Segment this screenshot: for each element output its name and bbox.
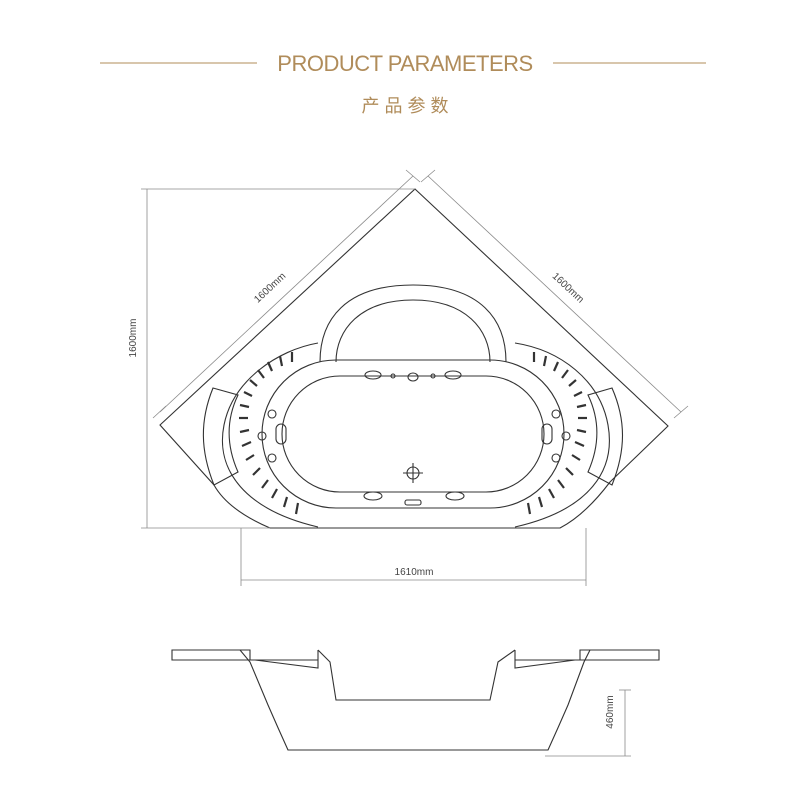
side-deck-right (579, 649, 660, 661)
dim-height-label: 1600mm (128, 319, 139, 358)
dim-top-right-label: 1600mm (550, 271, 586, 306)
page-title: PRODUCT PARAMETERS (277, 51, 532, 76)
dim-top-left-label: 1600mm (252, 271, 288, 306)
left-slats (239, 352, 300, 515)
headrest-inner (335, 299, 491, 363)
dim-depth-label: 460mm (605, 695, 616, 728)
side-shell (239, 649, 591, 751)
header: PRODUCT PARAMETERS 产 品 参 数 (100, 51, 706, 116)
back-jets (364, 370, 462, 382)
side-deck (171, 649, 251, 661)
left-side-jets (257, 409, 287, 463)
right-cushion (587, 387, 623, 486)
left-deck (221, 342, 319, 528)
right-slats (526, 352, 587, 515)
dim-width-label: 1610mm (395, 567, 434, 578)
basin-floor (281, 375, 545, 493)
right-side-jets (541, 409, 571, 463)
basin-rim (261, 359, 565, 509)
tub-outline (159, 188, 669, 529)
side-seat-right (514, 650, 576, 669)
bottom-jets (363, 491, 465, 506)
headrest (319, 284, 507, 363)
top-view (159, 188, 669, 529)
dimension-lines (141, 169, 689, 757)
page-subtitle: 产 品 参 数 (361, 96, 448, 116)
side-basin (317, 649, 516, 701)
left-cushion (202, 387, 239, 486)
side-view (171, 649, 660, 751)
drain-icon (403, 463, 423, 483)
right-deck (514, 342, 610, 528)
side-seat-left (254, 650, 319, 669)
